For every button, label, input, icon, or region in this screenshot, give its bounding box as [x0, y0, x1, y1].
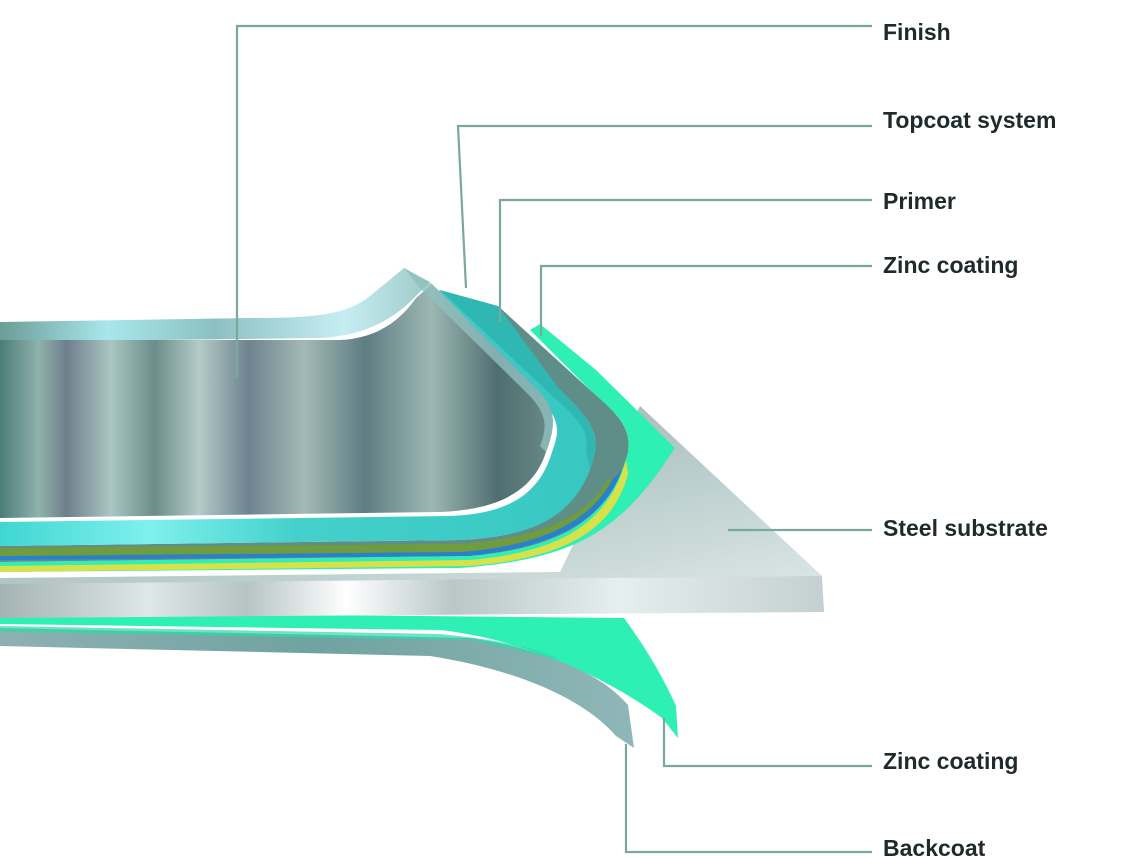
zinc-coating-bottom-label: Zinc coating: [883, 748, 1018, 774]
steel-substrate-label: Steel substrate: [883, 515, 1048, 541]
finish-label: Finish: [883, 19, 951, 45]
primer-leader-line: [500, 200, 872, 322]
backcoat-label: Backcoat: [883, 835, 986, 859]
zinc-coating-top-label: Zinc coating: [883, 252, 1018, 278]
topcoat-system-label: Topcoat system: [883, 107, 1056, 133]
zinc-coating-top-leader-line: [541, 266, 872, 336]
zinc-coating-bottom-leader-line: [664, 718, 872, 766]
topcoat-system-leader-line: [458, 126, 872, 288]
finish-top-surface: [0, 268, 430, 342]
primer-label: Primer: [883, 188, 956, 214]
